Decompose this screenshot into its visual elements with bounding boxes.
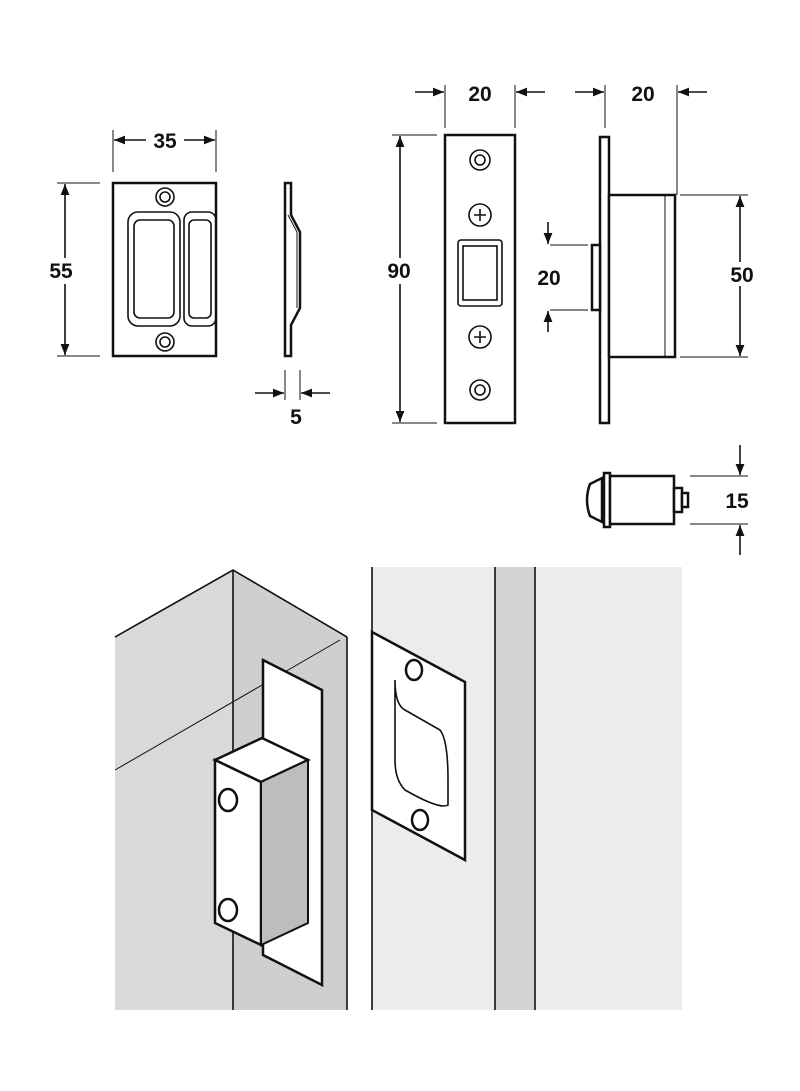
dimension-label: 50 xyxy=(730,264,753,287)
installation-illustration xyxy=(114,567,682,1010)
dimension-20-width: 20 xyxy=(415,83,545,128)
dimension-90: 90 xyxy=(380,134,437,424)
dimension-label: 90 xyxy=(387,260,410,283)
dimension-label: 20 xyxy=(537,267,560,290)
dimension-50: 50 xyxy=(680,194,764,358)
latch-front-view xyxy=(443,133,517,425)
strike-plate-side-view xyxy=(283,181,302,358)
dimension-label: 15 xyxy=(725,490,749,513)
dimension-20-depth: 20 xyxy=(575,83,707,195)
dimension-15: 15 xyxy=(690,445,749,555)
dimension-55: 55 xyxy=(42,182,100,357)
latch-side-view xyxy=(590,135,677,425)
dimension-label: 55 xyxy=(49,260,73,283)
strike-plate-front-view xyxy=(111,181,218,358)
dimension-label: 20 xyxy=(468,83,491,106)
dimension-label: 5 xyxy=(290,406,302,429)
bolt-detail-view xyxy=(585,471,690,529)
dimension-5: 5 xyxy=(255,370,330,429)
dimension-20-bolt: 20 xyxy=(537,222,588,332)
dimension-35: 35 xyxy=(112,128,217,172)
dimension-label: 20 xyxy=(631,83,654,106)
dimension-label: 35 xyxy=(153,130,177,153)
